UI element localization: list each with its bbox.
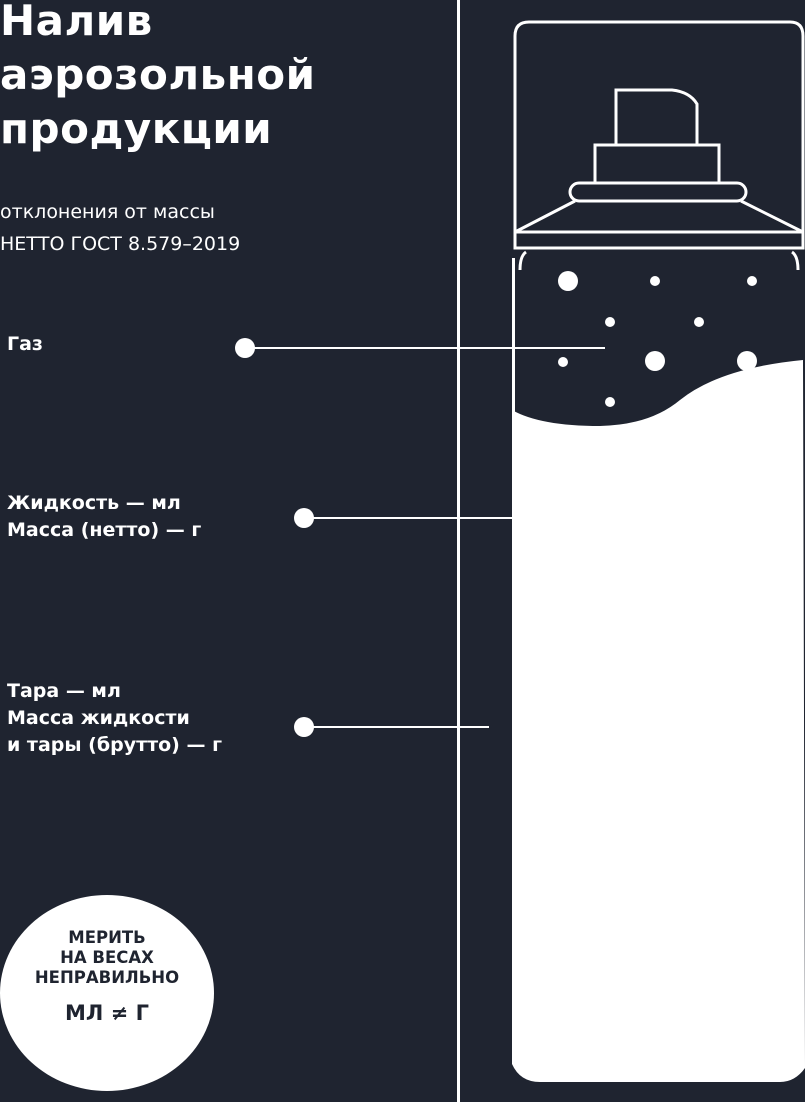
gas-bubble	[737, 351, 757, 371]
title-line: продукции	[0, 104, 273, 153]
gas-bubble	[645, 351, 665, 371]
gas-bubbles	[558, 271, 757, 407]
can-cap	[513, 20, 805, 232]
leader-liquid	[294, 508, 512, 528]
can-shoulder	[513, 230, 805, 250]
can-left-edge	[512, 258, 515, 418]
gas-bubble	[694, 317, 704, 327]
label-line: Масса (нетто) — г	[7, 519, 202, 541]
label-container: Тара — мл Масса жидкости и тары (брутто)…	[7, 678, 222, 759]
nozzle-icon	[514, 88, 804, 234]
gas-bubble	[605, 317, 615, 327]
subtitle: отклонения от массы НЕТТО ГОСТ 8.579–201…	[0, 196, 240, 260]
label-line: Жидкость — мл	[7, 492, 181, 514]
label-line: Масса жидкости	[7, 707, 190, 729]
leader-gas	[235, 338, 605, 358]
label-gas: Газ	[7, 331, 43, 358]
vertical-guide-line	[457, 0, 460, 1102]
gas-bubble	[650, 276, 660, 286]
title-line: Налив	[0, 0, 153, 45]
gas-bubble	[558, 271, 578, 291]
gas-bubble	[605, 397, 615, 407]
can-liquid	[512, 360, 805, 1082]
badge-line: НА ВЕСАХ	[60, 948, 154, 967]
page-title: Налив аэрозольной продукции	[0, 0, 316, 156]
gas-bubble	[558, 357, 568, 367]
can-neck	[518, 250, 800, 271]
title-line: аэрозольной	[0, 50, 316, 99]
badge-text: МЕРИТЬ НА ВЕСАХ НЕПРАВИЛЬНО	[0, 928, 214, 988]
subtitle-line: НЕТТО ГОСТ 8.579–2019	[0, 233, 241, 255]
warning-badge: МЕРИТЬ НА ВЕСАХ НЕПРАВИЛЬНО МЛ ≠ Г	[0, 895, 214, 1091]
badge-line: НЕПРАВИЛЬНО	[34, 968, 180, 987]
label-line: Тара — мл	[7, 680, 121, 702]
gas-bubble	[747, 276, 757, 286]
label-liquid: Жидкость — мл Масса (нетто) — г	[7, 490, 201, 544]
badge-line: МЕРИТЬ	[68, 928, 146, 947]
leader-container	[294, 717, 489, 737]
label-line: Газ	[7, 333, 43, 355]
subtitle-line: отклонения от массы	[0, 201, 215, 223]
label-line: и тары (брутто) — г	[7, 734, 223, 756]
badge-formula: МЛ ≠ Г	[65, 1001, 149, 1025]
